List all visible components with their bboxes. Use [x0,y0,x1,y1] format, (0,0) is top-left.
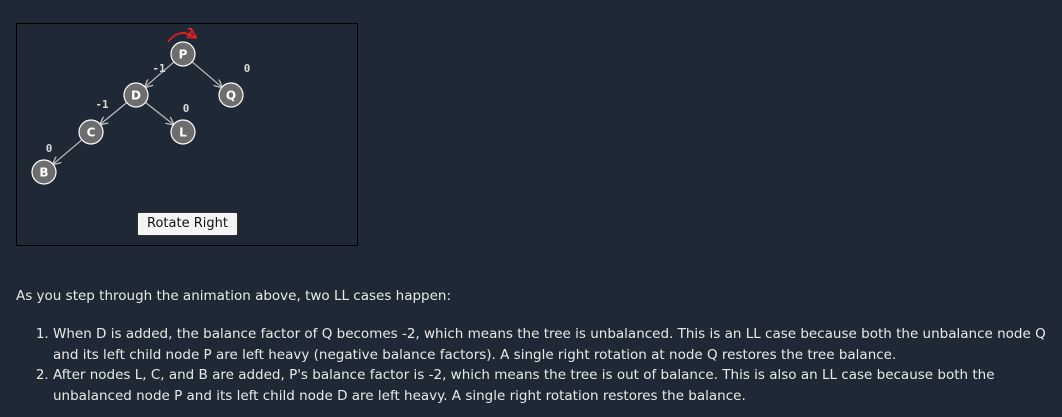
balance-factor-label: -1 [95,98,109,111]
balance-factor-label: 0 [244,62,251,75]
list-item: When D is added, the balance factor of Q… [53,324,1056,365]
tree-edge-D-L [145,101,173,124]
node-label: Q [226,89,236,103]
tree-edge-D-C [100,102,128,125]
tree-node-L: L0 [170,102,196,145]
tree-edge-C-B [53,139,83,164]
tree-node-P: P-2 [167,26,196,67]
balance-factor-label: 0 [46,142,53,155]
node-label: P [179,48,188,62]
node-label: L [179,126,187,140]
tree-edge-P-Q [191,61,222,87]
explanation-steps: When D is added, the balance factor of Q… [20,324,1056,406]
tree-node-Q: Q0 [218,62,251,108]
node-label: B [39,166,48,180]
node-circle [123,82,149,108]
node-label: C [87,126,96,140]
node-label: D [131,89,141,103]
tree-edge-P-D [145,61,175,87]
list-item: After nodes L, C, and B are added, P's b… [53,365,1056,406]
node-circle [218,82,244,108]
rotate-right-button[interactable]: Rotate Right [137,212,238,236]
tree-node-D: D -1 [123,62,166,108]
tree-node-B: B0 [31,142,57,185]
node-circle [78,119,104,145]
node-circle [31,159,57,185]
rotation-arrow-icon [167,33,195,43]
tree-node-C: C -1 [78,98,109,145]
node-circle [170,41,196,67]
balance-factor-label: -1 [152,62,166,75]
balance-factor-label: 0 [183,102,190,115]
explanation-intro: As you step through the animation above,… [16,288,452,304]
node-circle [170,119,196,145]
